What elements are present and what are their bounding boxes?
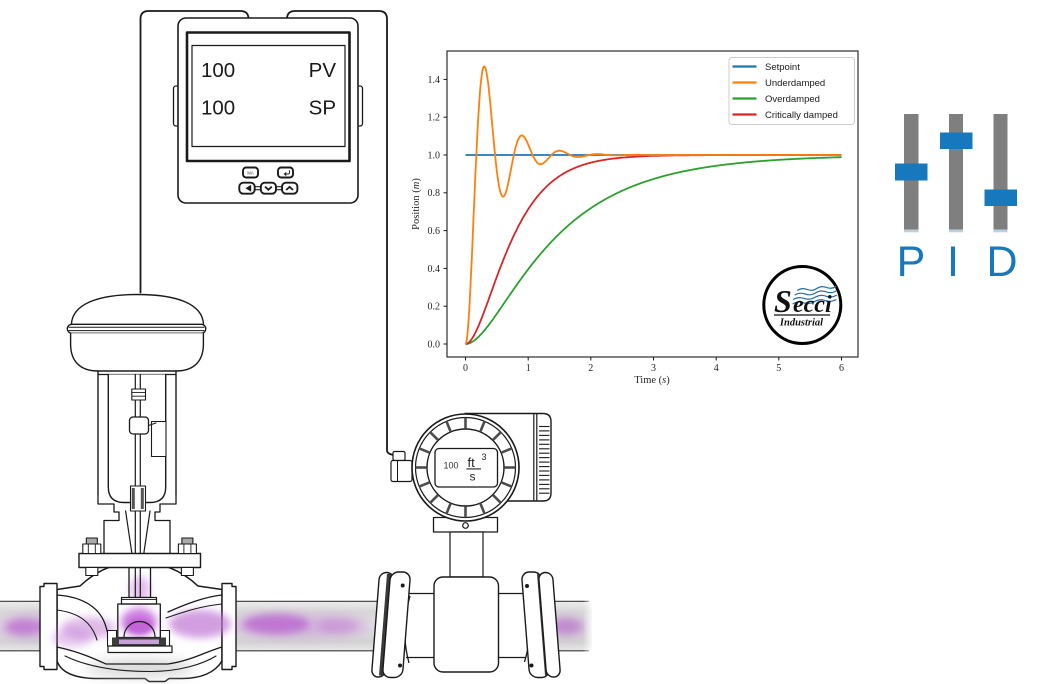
svg-text:0.0: 0.0 bbox=[428, 339, 441, 350]
svg-text:0.8: 0.8 bbox=[428, 188, 441, 199]
svg-text:4: 4 bbox=[714, 363, 719, 374]
svg-text:Overdamped: Overdamped bbox=[765, 94, 820, 105]
svg-text:PV: PV bbox=[309, 59, 337, 82]
svg-text:s: s bbox=[470, 470, 476, 484]
svg-text:1.2: 1.2 bbox=[428, 113, 441, 124]
svg-text:I: I bbox=[947, 238, 959, 286]
svg-text:6: 6 bbox=[839, 363, 844, 374]
svg-text:100: 100 bbox=[201, 97, 235, 120]
svg-text:3: 3 bbox=[482, 452, 487, 462]
svg-text:P: P bbox=[897, 238, 926, 286]
svg-text:Time (s): Time (s) bbox=[634, 375, 670, 386]
svg-text:100: 100 bbox=[444, 461, 459, 471]
svg-text:0: 0 bbox=[463, 363, 468, 374]
svg-text:Position (m): Position (m) bbox=[411, 178, 422, 230]
svg-text:S: S bbox=[774, 283, 792, 319]
svg-text:SP: SP bbox=[309, 97, 336, 120]
svg-text:ecci: ecci bbox=[793, 292, 832, 318]
svg-text:100: 100 bbox=[201, 59, 235, 82]
svg-text:MA: MA bbox=[247, 171, 253, 176]
svg-text:Industrial: Industrial bbox=[779, 318, 823, 329]
svg-text:1: 1 bbox=[526, 363, 531, 374]
svg-text:3: 3 bbox=[651, 363, 656, 374]
svg-text:Setpoint: Setpoint bbox=[765, 62, 800, 73]
svg-text:1.0: 1.0 bbox=[428, 150, 441, 161]
svg-text:2: 2 bbox=[588, 363, 593, 374]
svg-text:Critically damped: Critically damped bbox=[765, 110, 838, 121]
svg-text:D: D bbox=[986, 238, 1017, 286]
svg-text:Underdamped: Underdamped bbox=[765, 78, 825, 89]
svg-text:0.2: 0.2 bbox=[428, 302, 441, 313]
svg-text:5: 5 bbox=[776, 363, 781, 374]
svg-text:ft: ft bbox=[468, 455, 476, 470]
svg-text:0.6: 0.6 bbox=[428, 226, 441, 237]
svg-text:0.4: 0.4 bbox=[428, 264, 441, 275]
svg-text:1.4: 1.4 bbox=[428, 75, 441, 86]
